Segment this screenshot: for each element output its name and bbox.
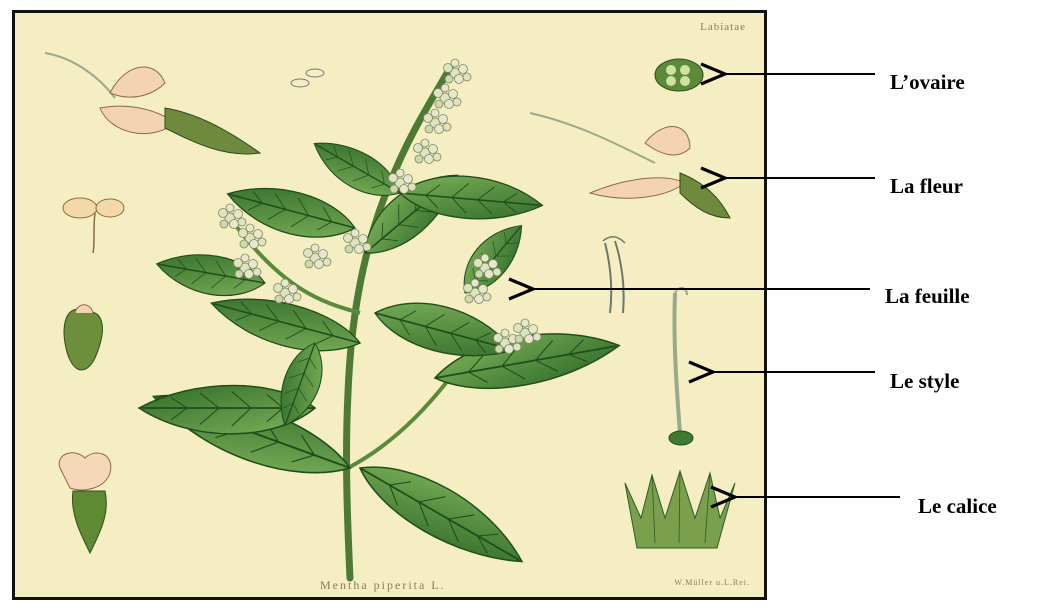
ovary-label: L’ovaire	[890, 70, 965, 95]
leaf-label: La feuille	[885, 284, 970, 309]
calyx-label: Le calice	[918, 494, 997, 519]
flower-label: La fleur	[890, 174, 963, 199]
style-label: Le style	[890, 369, 959, 394]
